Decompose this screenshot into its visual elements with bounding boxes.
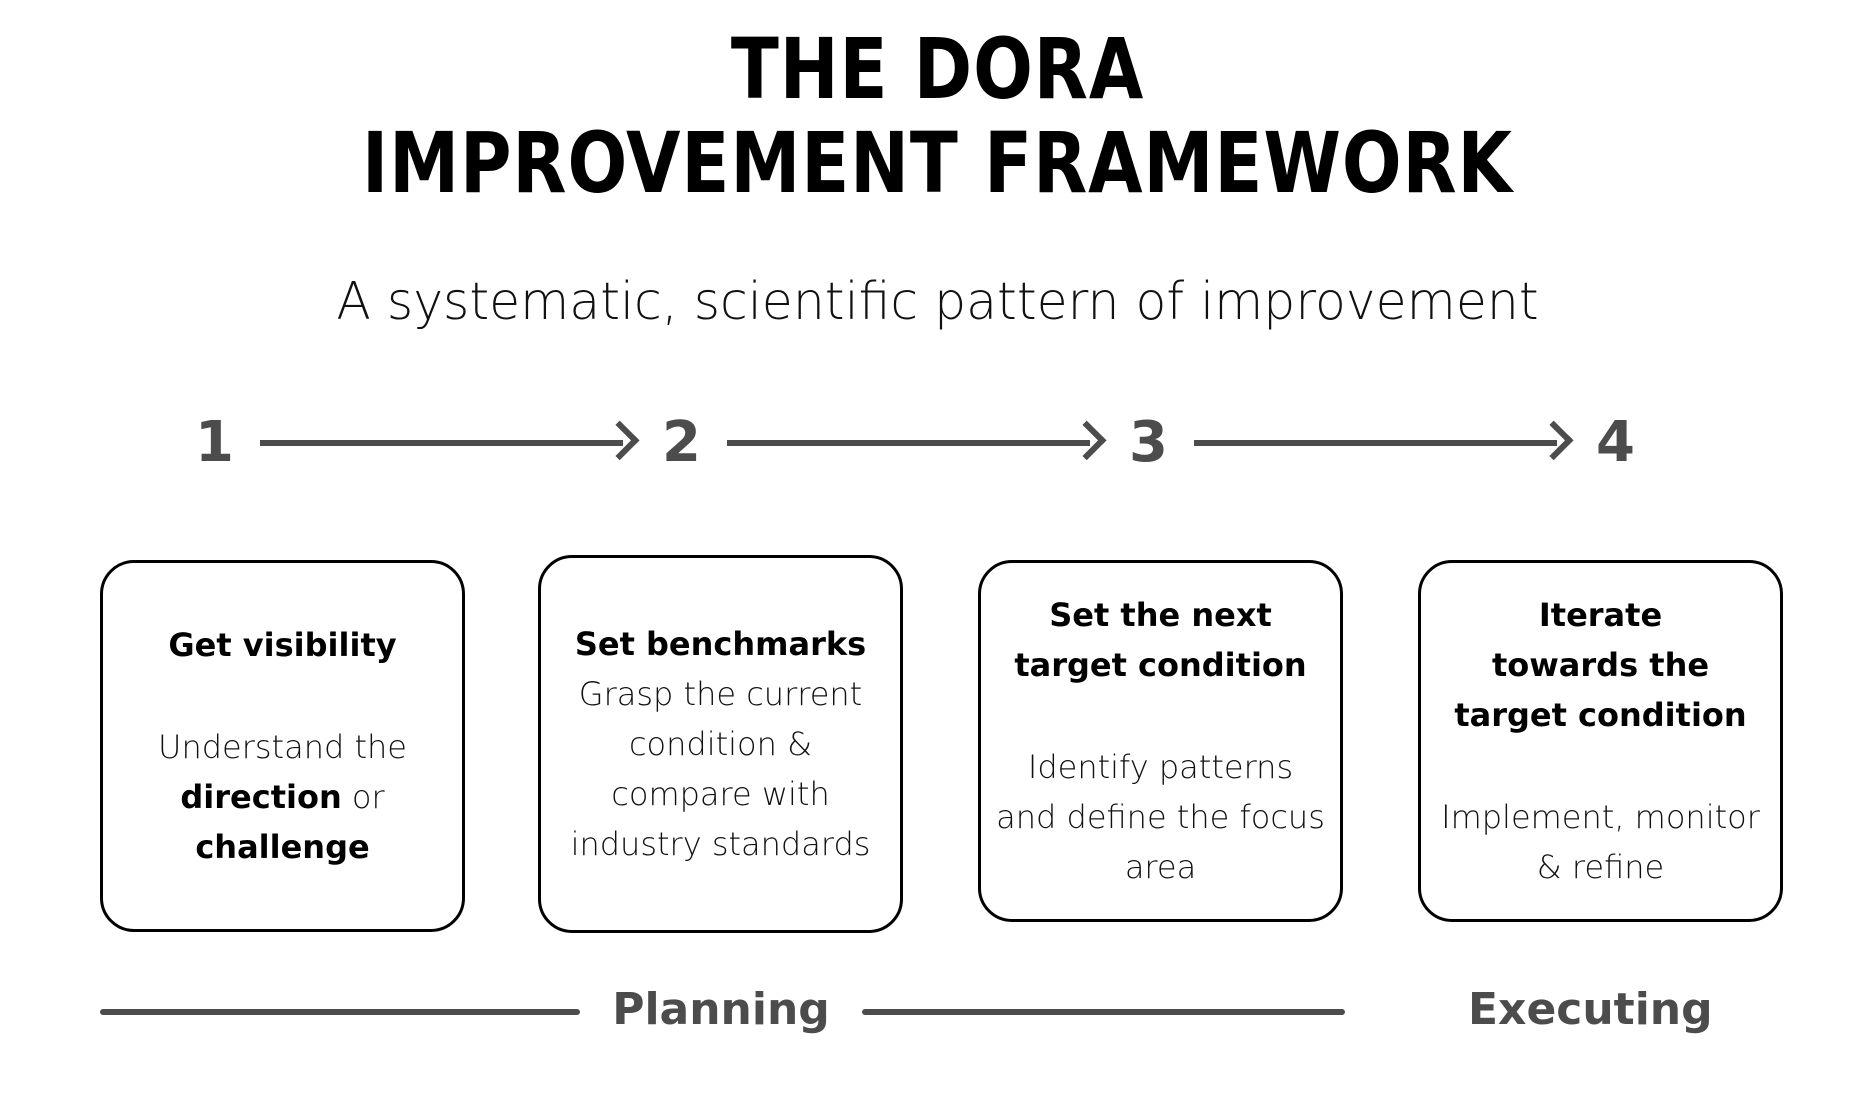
card-3-body: Identify patterns and define the focus a… — [996, 748, 1325, 886]
step-number-1: 1 — [195, 410, 234, 475]
step-sequence: 1 2 3 4 — [195, 408, 1635, 478]
step-arrow-1-to-2 — [259, 420, 640, 461]
framework-card-1: Get visibility Understand the direction … — [100, 560, 465, 932]
framework-card-3: Set the next target condition Identify p… — [978, 560, 1343, 922]
card-1-body-middle: or — [341, 778, 385, 816]
arrow-shaft — [726, 440, 1091, 446]
card-3-title-line-1: Set the next — [1049, 596, 1272, 634]
page-title: THE DORA IMPROVEMENT FRAMEWORK — [0, 22, 1875, 210]
phase-line-left — [100, 1009, 580, 1015]
card-4-body: Implement, monitor & refine — [1441, 798, 1760, 886]
step-number-4: 4 — [1596, 410, 1636, 475]
card-4-title-line-3: target condition — [1454, 696, 1747, 734]
step-number-2: 2 — [662, 410, 701, 475]
page-subtitle: A systematic, scientific pattern of impr… — [336, 272, 1539, 332]
title-line-1: THE DORA — [730, 20, 1145, 118]
card-4-title-line-2: towards the — [1491, 646, 1710, 684]
phase-legend: Planning Executing — [0, 975, 1875, 1045]
card-3-title-line-2: target condition — [1014, 646, 1307, 684]
phase-label-planning: Planning — [612, 984, 830, 1035]
card-2-body: Grasp the current condition & compare wi… — [570, 675, 871, 863]
step-number-3: 3 — [1129, 410, 1168, 475]
card-1-body-bold-2: challenge — [195, 828, 370, 866]
title-line-2: IMPROVEMENT FRAMEWORK — [362, 114, 1513, 212]
framework-card-2: Set benchmarks Grasp the current conditi… — [538, 555, 903, 933]
framework-card-4: Iterate towards the target condition Imp… — [1418, 560, 1783, 922]
card-4-title-line-1: Iterate — [1538, 596, 1663, 634]
arrow-shaft — [259, 440, 624, 446]
card-1-body: Understand the direction or challenge — [117, 722, 448, 872]
arrow-shaft — [1194, 440, 1558, 446]
card-1-body-prefix: Understand the — [158, 728, 407, 766]
card-1-title: Get visibility — [168, 626, 397, 664]
phase-label-executing: Executing — [1468, 984, 1713, 1035]
card-1-body-bold-1: direction — [180, 778, 342, 816]
step-arrow-2-to-3 — [726, 420, 1107, 461]
card-2-title: Set benchmarks — [574, 625, 867, 663]
phase-line-right — [862, 1009, 1345, 1015]
step-arrow-3-to-4 — [1194, 420, 1574, 461]
